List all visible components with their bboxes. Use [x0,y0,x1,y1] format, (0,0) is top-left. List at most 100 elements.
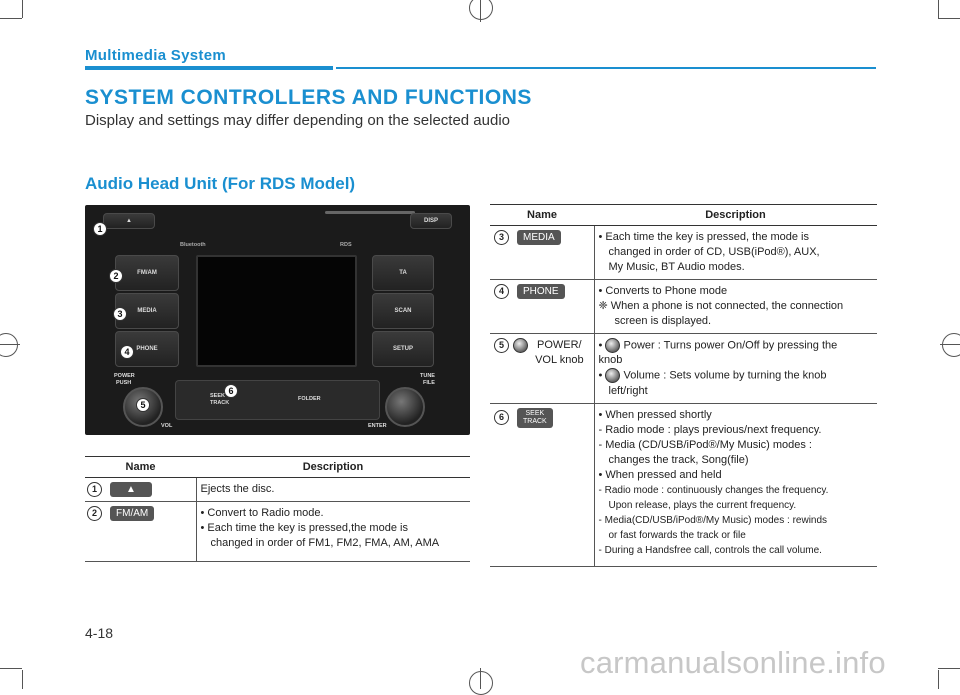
crop-mark [480,668,481,689]
phone-key-icon: PHONE [517,284,565,299]
knob-icon [513,338,528,353]
crop-mark [938,0,939,18]
seek-folder-bar: SEEK TRACK FOLDER [175,380,380,420]
tune-label: TUNE [420,373,435,379]
eject-button: ▲ [103,213,155,229]
audio-head-unit-image: ▲ DISP Bluetooth RDS FM/AM MEDIA PHONE T… [85,205,470,435]
marker-2: 2 [109,269,123,283]
row-description: or fast forwards the track or file [608,529,746,541]
row-description: - Media(CD/USB/iPod®/My Music) modes : r… [598,514,828,526]
table-row: 2 FM/AM • Convert to Radio mode. • Each t… [85,501,470,563]
key-name: POWER/ [537,339,582,351]
row-number: 2 [87,506,102,522]
display-screen [196,255,357,367]
row-description: - Media (CD/USB/iPod®/My Music) modes : [598,438,813,451]
row-description: Volume : Sets volume by turning the knob [623,369,827,382]
crop-mark [22,670,23,689]
row-number: 4 [494,284,509,299]
row-description: • When pressed shortly [598,408,712,421]
vol-label: VOL [161,423,173,429]
row-number: 5 [494,338,509,353]
registration-mark [942,333,960,357]
table-row: 4 PHONE • Converts to Phone mode ❈ When a… [490,279,877,334]
ta-button: TA [372,255,434,291]
row-description: Upon release, plays the current frequenc… [608,499,797,511]
crop-mark [0,18,22,19]
knob-icon [605,368,621,384]
col-header-name: Name [490,204,594,226]
row-description: • Converts to Phone mode [598,285,728,297]
header-rule-thin [336,67,876,69]
row-description: changed in order of FM1, FM2, FMA, AM, A… [210,537,440,550]
crop-mark [0,668,22,669]
disp-button: DISP [410,213,452,229]
marker-6: 6 [224,384,238,398]
row-description: My Music, BT Audio modes. [608,261,745,273]
header-rule-thick [85,66,333,70]
row-description: Power : Turns power On/Off by pressing t… [623,339,838,352]
marker-3: 3 [113,307,127,321]
seek-label: SEEK [210,393,225,399]
page-number: 4-18 [85,625,114,641]
row-description: • When pressed and held [598,468,722,481]
eject-icon: ▲ [126,218,132,224]
crop-mark [940,344,960,345]
setup-button: SETUP [372,331,434,367]
disc-slot [325,211,415,214]
row-description: - During a Handsfree call, controls the … [598,544,822,556]
row-description: • Convert to Radio mode. [200,507,324,520]
crop-mark [22,0,23,18]
tune-knob [385,387,425,427]
registration-mark [469,0,493,20]
watermark: carmanualsonline.info [580,645,886,680]
row-description: • Each time the key is pressed,the mode … [200,522,408,535]
key-name: VOL knob [535,354,584,366]
subsection-heading: Audio Head Unit (For RDS Model) [85,174,356,193]
registration-mark [0,333,18,357]
enter-label: ENTER [368,423,387,429]
power-vol-knob [123,387,163,427]
row-description: knob [598,354,623,367]
col-header-description: Description [594,204,877,226]
crop-mark [480,0,481,22]
row-description: changed in order of CD, USB(iPod®), AUX, [608,246,820,258]
marker-1: 1 [93,222,107,236]
row-description: - Radio mode : plays previous/next frequ… [598,423,822,436]
file-label: FILE [423,380,435,386]
crop-mark [938,18,960,19]
marker-5: 5 [136,398,150,412]
fm-am-key-icon: FM/AM [110,506,155,522]
folder-label: FOLDER [298,396,321,402]
row-description: - Radio mode : continuously changes the … [598,484,829,496]
knob-icon [605,338,621,353]
section-header: Multimedia System [85,47,226,64]
row-description: • Each time the key is pressed, the mode… [598,231,810,243]
power-label: POWER [114,373,135,379]
page-title: SYSTEM CONTROLLERS AND FUNCTIONS [85,86,532,109]
registration-mark [469,671,493,695]
col-header-description: Description [196,456,470,478]
page-subtitle: Display and settings may differ dependin… [85,112,511,129]
fm-am-button: FM/AM [115,255,179,291]
crop-mark [938,670,939,689]
rds-logo: RDS [340,242,352,248]
row-number: 6 [494,410,509,426]
eject-key-icon: ▲ [110,482,152,497]
marker-4: 4 [120,345,134,359]
track-label: TRACK [210,400,230,406]
push-label: PUSH [116,380,132,386]
row-description: left/right [608,384,648,397]
row-description: changes the track, Song(file) [608,453,749,466]
row-description: screen is displayed. [614,315,712,327]
bluetooth-logo: Bluetooth [180,242,206,248]
row-number: 1 [87,482,102,497]
crop-mark [0,344,20,345]
crop-mark [938,668,960,669]
row-description: ❈ When a phone is not connected, the con… [598,300,844,312]
media-key-icon: MEDIA [517,230,561,245]
